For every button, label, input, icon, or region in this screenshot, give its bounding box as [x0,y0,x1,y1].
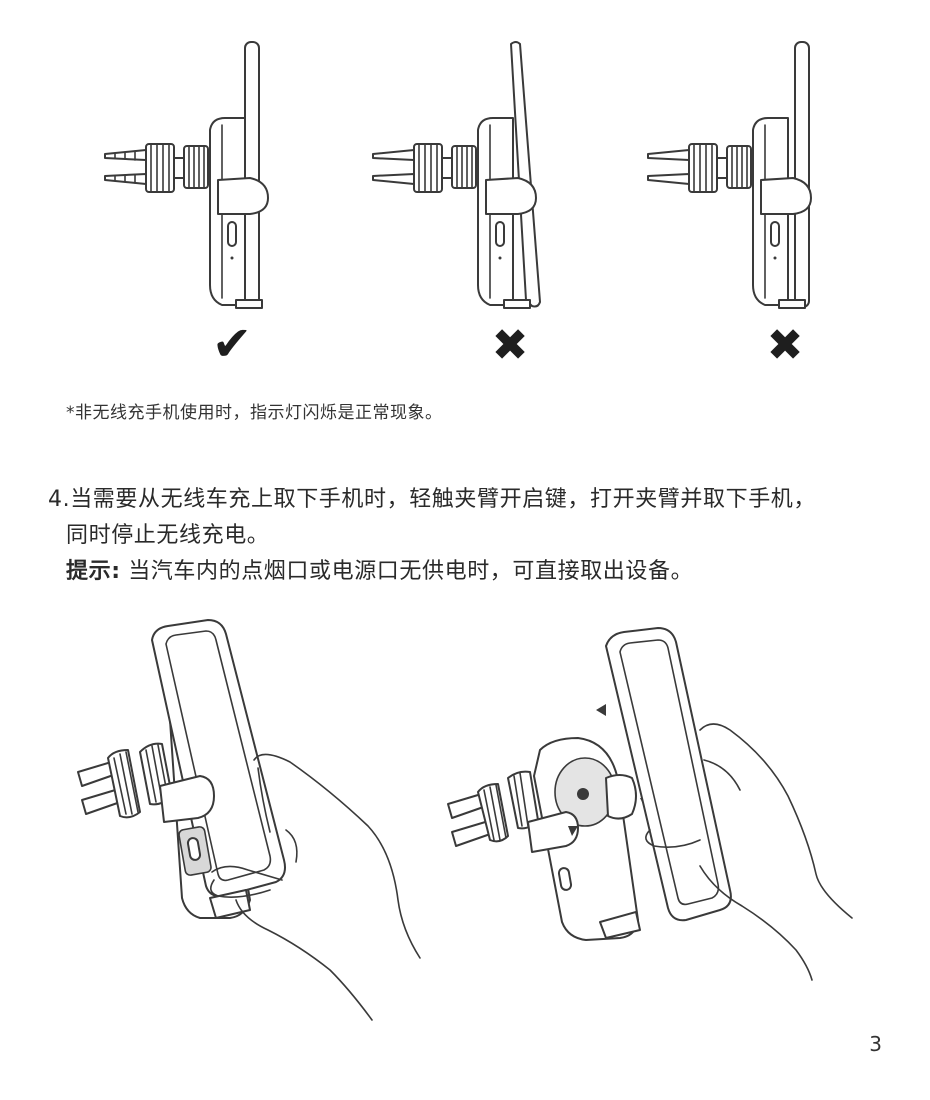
step-4-line-2: 同时停止无线充电。 [66,523,270,548]
illustration-press-release-button [77,619,853,1021]
tip-text: 当汽车内的点烟口或电源口无供电时，可直接取出设备。 [120,559,694,584]
cross-icon-1: ✖ [492,320,529,371]
mount-side-view-correct [104,41,269,309]
phone-removal [447,627,853,981]
check-icon: ✔ [212,316,252,372]
step-4-tip: 提示: 当汽车内的点烟口或电源口无供电时，可直接取出设备。 [48,554,888,590]
cross-icon-2: ✖ [767,320,804,371]
page-number: 3 [869,1032,882,1056]
diagram-correct-mount: ✔ ✖ ✖ [104,41,812,372]
step-4-line-1: 4.当需要从无线车充上取下手机时，轻触夹臂开启键，打开夹臂并取下手机， [48,487,816,512]
tip-label: 提示: [66,559,121,584]
step-4-instructions: 4.当需要从无线车充上取下手机时，轻触夹臂开启键，打开夹臂并取下手机， 同时停止… [48,482,888,590]
mount-side-view-wrong-offset [647,41,812,309]
indicator-note: *非无线充手机使用时，指示灯闪烁是正常现象。 [66,403,443,423]
mount-side-view-wrong-tilted [372,41,541,309]
hand-pressing-mount [77,619,421,1021]
